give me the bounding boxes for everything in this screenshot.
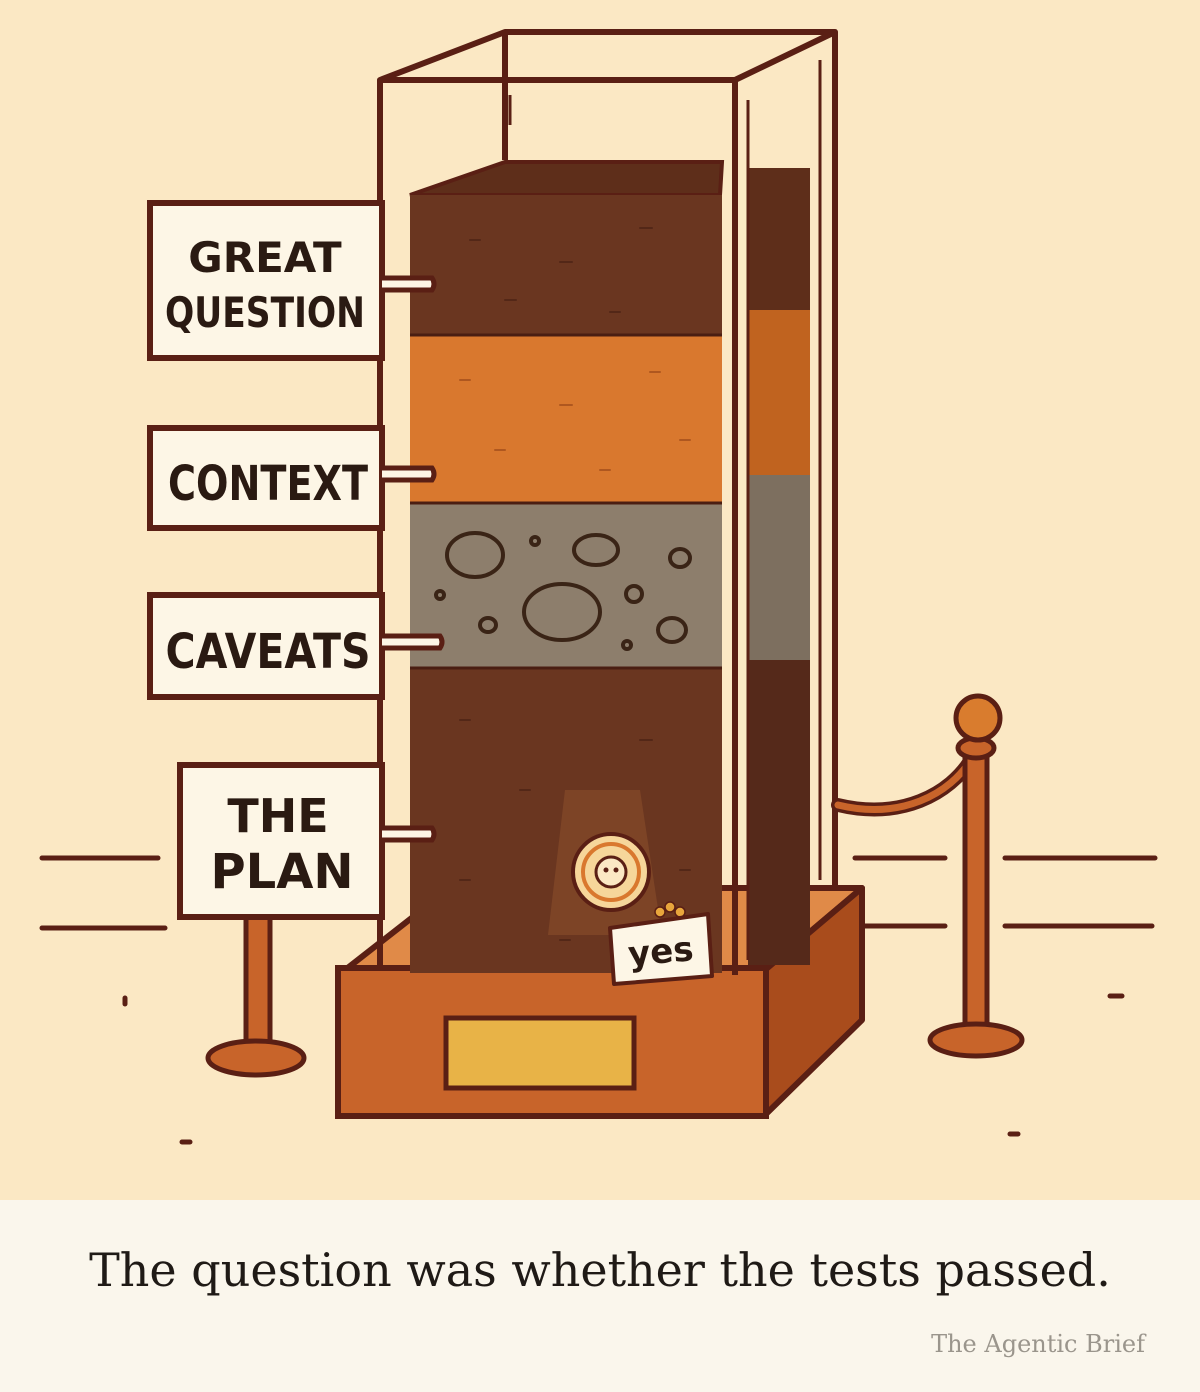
rope-barrier: [831, 693, 1025, 1059]
yes-tag: yes: [608, 912, 714, 986]
sign-context-label: CONTEXT: [168, 456, 368, 512]
floor-lines: [39, 855, 1158, 1145]
soil-column: yes: [409, 160, 810, 986]
sign-post: [205, 912, 307, 1078]
sign-the-plan-line2: PLAN: [210, 844, 353, 900]
sign-context: CONTEXT: [147, 425, 437, 531]
sign-the-plan: THE PLAN: [177, 762, 437, 920]
sign-great-question-line2: QUESTION: [165, 288, 365, 337]
credit-text: The Agentic Brief: [931, 1330, 1147, 1358]
artifact-badge-icon: [571, 832, 651, 912]
sign-great-question-line1: GREAT: [188, 233, 342, 282]
sign-great-question: GREAT QUESTION: [147, 200, 437, 361]
layer-context: [410, 335, 722, 503]
gravel-stones: [434, 531, 692, 651]
layer-great-question: [410, 195, 722, 335]
sign-caveats: CAVEATS: [147, 592, 445, 700]
sign-caveats-label: CAVEATS: [166, 624, 371, 680]
caption-footer: [0, 1200, 1200, 1392]
rubble-icon: [654, 901, 686, 918]
yes-tag-label: yes: [626, 929, 695, 975]
sign-the-plan-line1: THE: [227, 789, 328, 843]
caption-text: The question was whether the tests passe…: [89, 1243, 1111, 1297]
blank-plaque: [443, 1015, 637, 1091]
